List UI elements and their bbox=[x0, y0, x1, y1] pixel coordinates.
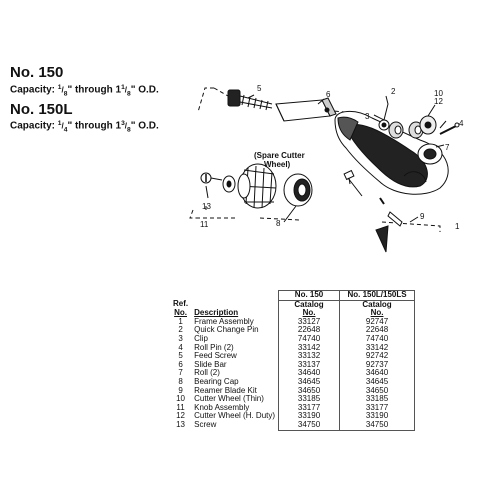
catalog-150-cell: 34750 bbox=[278, 420, 341, 431]
cutter-wheel bbox=[419, 115, 437, 135]
catalog-150l-cell: 92737 bbox=[339, 360, 416, 370]
catalog-150l-cell: 34650 bbox=[339, 386, 416, 396]
catalog-150l-cell: 33142 bbox=[339, 343, 416, 353]
table-subheader-row-2: No. Description No. No. bbox=[170, 308, 416, 318]
catalog-150l-cell: 33177 bbox=[339, 403, 416, 413]
catalog-150l-cell: 92742 bbox=[339, 352, 416, 361]
quick-change-pin bbox=[439, 122, 460, 135]
description-cell: Reamer Blade Kit bbox=[194, 385, 257, 395]
knob-assembly bbox=[237, 163, 277, 209]
catalog-150l-cell: 92747 bbox=[339, 317, 416, 327]
catalog-no-header-b: No. bbox=[339, 309, 416, 318]
ref-header-line2: No. bbox=[174, 308, 187, 318]
description-cell: Frame Assembly bbox=[194, 316, 254, 326]
guide-line-right bbox=[381, 221, 441, 232]
catalog-150l-cell: 33190 bbox=[339, 412, 416, 421]
col-header-150: No. 150 bbox=[278, 290, 341, 301]
screw-part bbox=[200, 172, 223, 184]
ref-no-cell: 4 bbox=[178, 342, 183, 352]
callout-9: 9 bbox=[420, 212, 425, 221]
roll-pin bbox=[343, 169, 355, 185]
description-cell: Cutter Wheel (H. Duty) bbox=[194, 411, 276, 421]
ref-no-cell: 8 bbox=[178, 376, 183, 386]
guide-line-left bbox=[189, 209, 301, 221]
ref-no-cell: 2 bbox=[178, 325, 183, 335]
ref-no-cell: 3 bbox=[178, 333, 183, 343]
exploded-parts-diagram: 5 6 2 3 10 12 4 7 9 1 8 13 11 (Spare Cut… bbox=[189, 84, 464, 253]
ref-header-line1: Ref. bbox=[173, 299, 189, 309]
capacity-150: Capacity: 1/8" through 11/8" O.D. bbox=[10, 84, 159, 98]
description-cell: Feed Screw bbox=[194, 351, 237, 361]
catalog-150l-cell: 74740 bbox=[339, 334, 416, 344]
callout-8: 8 bbox=[276, 219, 281, 228]
description-cell: Clip bbox=[194, 333, 208, 343]
ref-no-cell: 5 bbox=[178, 351, 183, 361]
model-title-150: No. 150 bbox=[10, 64, 64, 81]
catalog-150l-cell: 22648 bbox=[339, 326, 416, 335]
model-title-150l: No. 150L bbox=[10, 101, 73, 118]
callout-12: 12 bbox=[434, 97, 443, 106]
catalog-150l-cell: 34645 bbox=[339, 377, 416, 387]
description-header: Description bbox=[194, 308, 239, 318]
bearing-cap bbox=[283, 173, 313, 207]
description-cell: Knob Assembly bbox=[194, 402, 250, 412]
description-cell: Bearing Cap bbox=[194, 376, 239, 386]
feed-screw bbox=[227, 89, 273, 111]
slide-bar bbox=[275, 97, 337, 122]
ref-no-cell: 9 bbox=[178, 385, 183, 395]
col-header-150l: No. 150L/150LS bbox=[339, 290, 416, 301]
spare-wheel-note-line2: Wheel) bbox=[264, 160, 291, 169]
catalog-150l-cell: 34640 bbox=[339, 369, 416, 378]
description-cell: Screw bbox=[194, 419, 217, 429]
callout-7: 7 bbox=[445, 143, 450, 152]
spare-cutter-wheel bbox=[222, 175, 236, 193]
ref-no-cell: 10 bbox=[176, 394, 186, 404]
ref-no-cell: 6 bbox=[178, 359, 183, 369]
ref-no-cell: 13 bbox=[176, 419, 186, 429]
table-subheader-row-1: Ref. Catalog Catalog bbox=[170, 299, 416, 310]
reamer-blade bbox=[375, 197, 403, 253]
frame-assembly bbox=[334, 111, 449, 195]
ref-no-cell: 1 bbox=[178, 316, 183, 326]
callout-11: 11 bbox=[200, 220, 209, 229]
description-cell: Roll Pin (2) bbox=[194, 342, 234, 352]
callout-10: 10 bbox=[434, 89, 443, 98]
table-header-row: No. 150 No. 150L/150LS bbox=[170, 290, 416, 301]
ref-no-cell: 11 bbox=[176, 402, 185, 412]
callout-2: 2 bbox=[391, 87, 396, 96]
callout-1: 1 bbox=[455, 222, 460, 231]
ref-no-cell: 7 bbox=[178, 368, 183, 378]
callout-5: 5 bbox=[257, 84, 262, 93]
description-cell: Roll (2) bbox=[194, 368, 220, 378]
parts-table: No. 150 No. 150L/150LS Ref. Catalog Cata… bbox=[170, 290, 416, 431]
roll-left bbox=[388, 121, 404, 139]
spare-wheel-note-line1: (Spare Cutter bbox=[254, 151, 305, 160]
description-cell: Slide Bar bbox=[194, 359, 227, 369]
description-cell: Quick Change Pin bbox=[194, 325, 259, 335]
catalog-150l-cell: 34750 bbox=[339, 420, 416, 431]
catalog-150l-cell: 33185 bbox=[339, 395, 416, 404]
callout-13: 13 bbox=[202, 202, 211, 211]
callout-6: 6 bbox=[326, 90, 331, 99]
callout-3: 3 bbox=[365, 112, 370, 121]
capacity-150l: Capacity: 1/4" through 13/8" O.D. bbox=[10, 120, 159, 134]
catalog-header-b: Catalog bbox=[339, 300, 416, 310]
ref-no-cell: 12 bbox=[176, 411, 186, 421]
clip-part bbox=[378, 119, 390, 131]
callout-4: 4 bbox=[459, 119, 464, 128]
description-cell: Cutter Wheel (Thin) bbox=[194, 394, 264, 404]
